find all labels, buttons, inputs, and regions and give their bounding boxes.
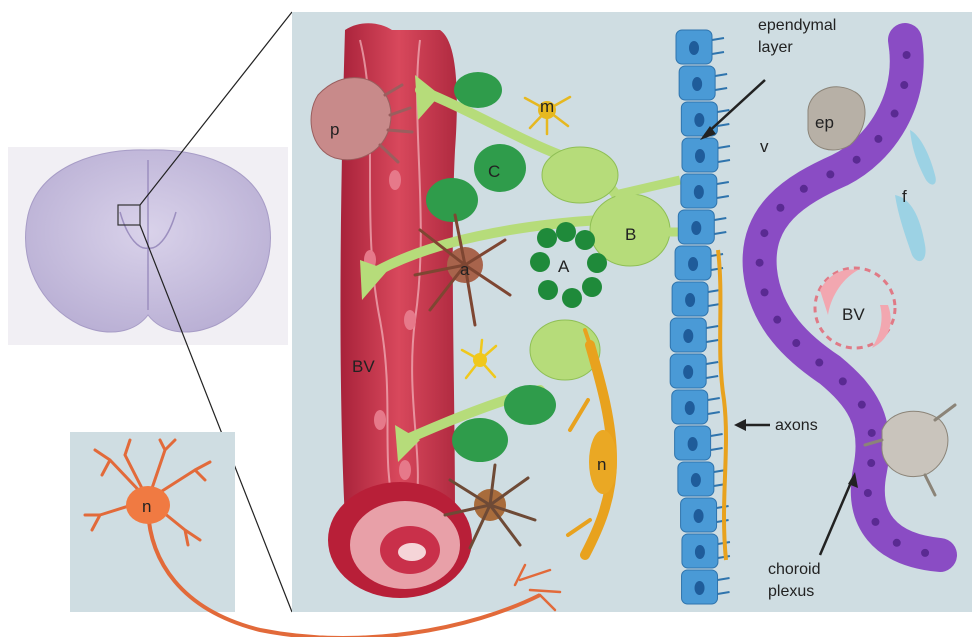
label-blood-vessel: BV xyxy=(352,357,375,376)
choroid-nucleus xyxy=(903,51,911,59)
label-astrocyte: a xyxy=(460,260,470,279)
ependymal-nucleus xyxy=(691,473,701,487)
label-microglia: m xyxy=(540,97,554,116)
annotation-choroid-line1: choroid xyxy=(768,561,820,578)
choroid-nucleus xyxy=(874,135,882,143)
endothelial-nucleus xyxy=(389,170,401,190)
type-a-cell xyxy=(538,280,558,300)
choroid-nucleus xyxy=(893,539,901,547)
ependymal-nucleus xyxy=(695,581,705,595)
ependymal-nucleus xyxy=(683,329,693,343)
type-c-cell xyxy=(452,418,508,462)
ependymal-nucleus xyxy=(694,113,704,127)
annotation-axons: axons xyxy=(775,417,818,434)
endothelial-nucleus xyxy=(399,460,411,480)
type-c-cell xyxy=(504,385,556,425)
type-a-cell xyxy=(556,222,576,242)
ependymal-nucleus xyxy=(695,545,705,559)
ependymal-nucleus xyxy=(692,77,702,91)
ependymal-nucleus xyxy=(694,509,704,523)
label-neuron-inset: n xyxy=(142,497,151,516)
choroid-nucleus xyxy=(800,185,808,193)
choroid-nucleus xyxy=(871,518,879,526)
choroid-nucleus xyxy=(792,339,800,347)
endothelial-nucleus xyxy=(404,310,416,330)
choroid-nucleus xyxy=(891,110,899,118)
type-c-cell xyxy=(426,178,478,222)
choroid-nucleus xyxy=(900,81,908,89)
label-plexus-blood-vessel: BV xyxy=(842,305,865,324)
choroid-nucleus xyxy=(760,229,768,237)
ependymal-nucleus xyxy=(689,41,699,55)
endothelial-nucleus xyxy=(374,410,386,430)
ependymal-nucleus xyxy=(694,185,704,199)
choroid-nucleus xyxy=(868,429,876,437)
label-pericyte: p xyxy=(330,120,339,139)
label-type-b: B xyxy=(625,225,636,244)
ependymal-nucleus xyxy=(691,221,701,235)
choroid-nucleus xyxy=(776,204,784,212)
label-fibroblast: f xyxy=(902,187,907,206)
label-type-c: C xyxy=(488,162,500,181)
ependymal-nucleus xyxy=(683,365,693,379)
annotation-choroid-line2: plexus xyxy=(768,583,814,600)
type-a-cell xyxy=(575,230,595,250)
choroid-nucleus xyxy=(756,259,764,267)
ependymal-nucleus xyxy=(695,149,705,163)
type-a-cell xyxy=(530,252,550,272)
ependymal-nucleus xyxy=(685,401,695,415)
choroid-nucleus xyxy=(826,170,834,178)
annotation-ependymal-line1: ependymal xyxy=(758,17,836,34)
choroid-nucleus xyxy=(773,316,781,324)
ependymal-nucleus xyxy=(688,437,698,451)
label-type-a: A xyxy=(558,257,570,276)
choroid-nucleus xyxy=(815,359,823,367)
type-a-cell xyxy=(562,288,582,308)
type-b-cell-body xyxy=(542,147,618,203)
label-ventricle: v xyxy=(760,137,769,156)
choroid-nucleus xyxy=(867,459,875,467)
label-epiplexus: ep xyxy=(815,113,834,132)
choroid-nucleus xyxy=(853,156,861,164)
annotation-ependymal-line2: layer xyxy=(758,39,793,56)
choroid-nucleus xyxy=(839,377,847,385)
ependymal-nucleus xyxy=(685,293,695,307)
ependymal-nucleus xyxy=(688,257,698,271)
choroid-nucleus xyxy=(864,489,872,497)
label-neuron: n xyxy=(597,455,606,474)
type-a-cell xyxy=(537,228,557,248)
type-a-cell xyxy=(582,277,602,297)
type-a-cell xyxy=(587,253,607,273)
choroid-nucleus xyxy=(858,401,866,409)
choroid-nucleus xyxy=(921,549,929,557)
choroid-nucleus xyxy=(761,288,769,296)
vessel-lumen-highlight xyxy=(398,543,426,561)
type-c-cell xyxy=(454,72,502,108)
